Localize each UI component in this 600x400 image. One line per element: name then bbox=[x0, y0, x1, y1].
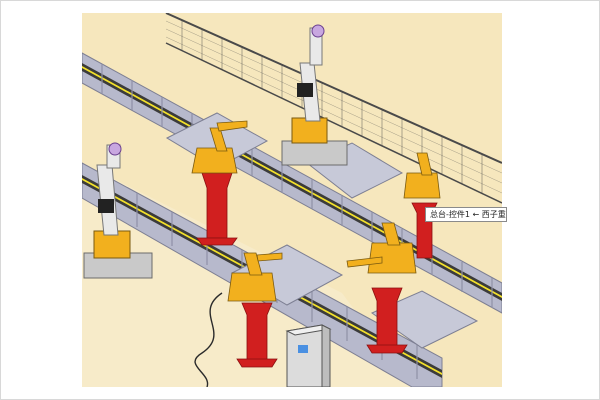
red-stands bbox=[196, 172, 438, 368]
control-cabinet bbox=[285, 324, 332, 387]
power-cable bbox=[194, 292, 223, 387]
robot-lower-large bbox=[83, 142, 153, 279]
robot-welding-line-render bbox=[82, 13, 502, 387]
robot-upper-large bbox=[281, 24, 348, 166]
annotation-callout: 总台-控件1 ← 西子重工 bbox=[425, 207, 507, 222]
welding-robots bbox=[191, 120, 441, 302]
